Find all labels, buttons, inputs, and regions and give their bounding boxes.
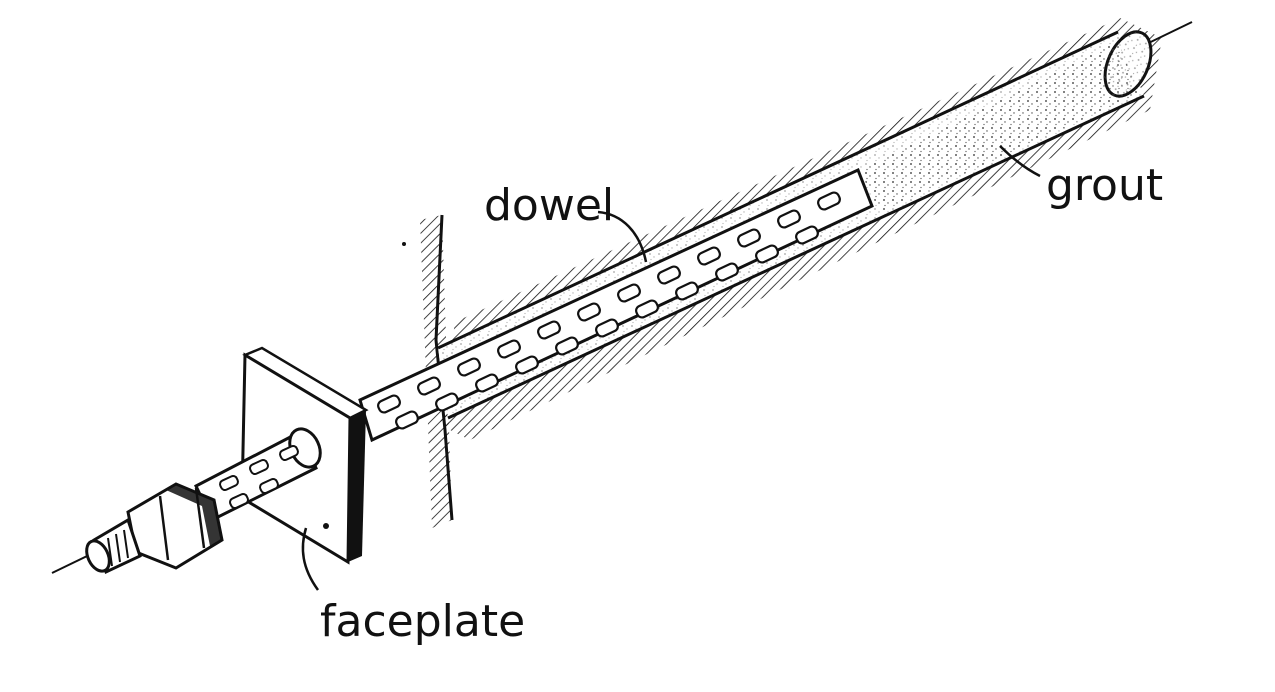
bolt-tip xyxy=(85,517,142,575)
threaded-bar xyxy=(194,427,322,523)
faceplate-label: faceplate xyxy=(320,596,526,647)
faceplate-leader-line xyxy=(301,527,320,591)
dowel-leader-line xyxy=(597,210,648,263)
stray-mark xyxy=(402,242,406,246)
grout-label: grout xyxy=(1046,160,1164,211)
hex-nut xyxy=(126,482,224,570)
grout-fill xyxy=(860,40,1138,212)
dowel-label: dowel xyxy=(484,180,615,231)
dowel-bar xyxy=(358,167,874,443)
grout-leader-line xyxy=(999,145,1041,178)
